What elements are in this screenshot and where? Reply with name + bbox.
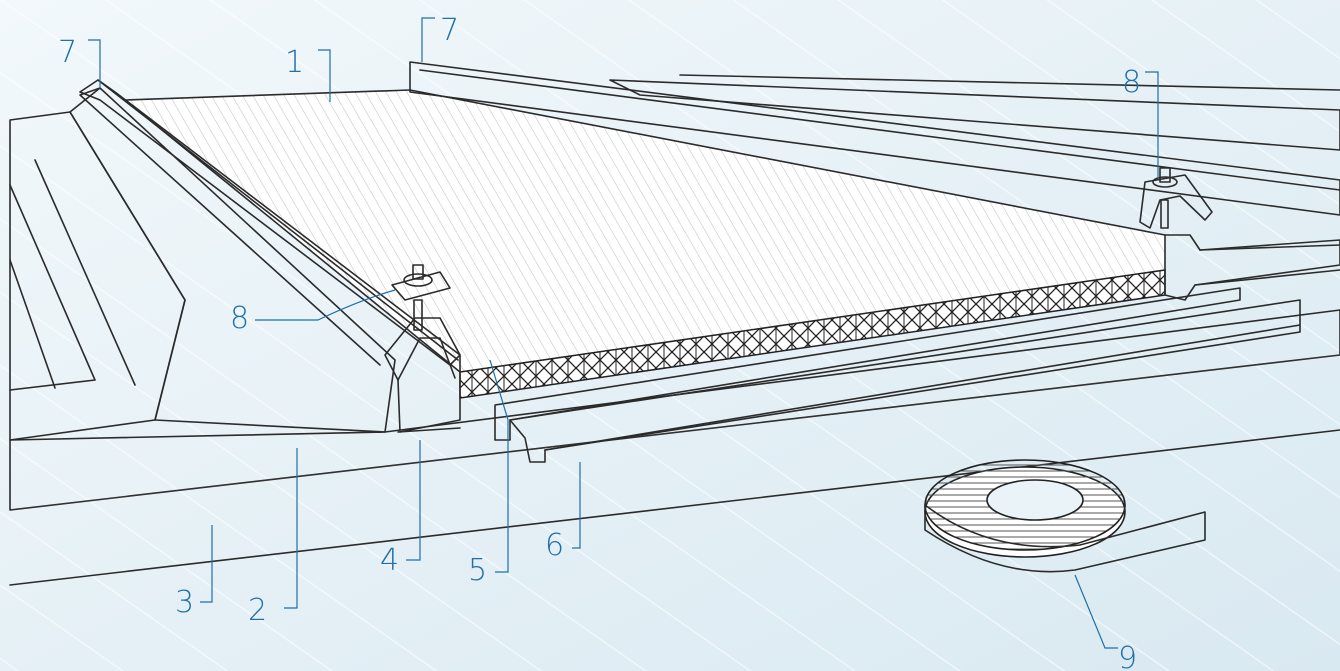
callout-leader-c8b [1145, 71, 1159, 178]
callout-leader-c2 [284, 448, 298, 609]
callout-label-c7b: 7 [440, 13, 459, 48]
callout-leader-c7a [88, 39, 101, 88]
sandwich-panel-base [9, 309, 1340, 586]
sealing-tape-coil [924, 459, 1206, 573]
callout-leader-c4 [406, 440, 421, 561]
callout-leader-c9 [1074, 574, 1118, 649]
callout-label-c7a: 7 [58, 35, 77, 70]
callout-labels: 7 1 7 8 8 4 5 6 3 2 9 [58, 13, 1159, 671]
callout-label-c8a: 8 [230, 301, 249, 336]
callout-label-c3: 3 [175, 585, 194, 620]
callout-leader-c7b [421, 17, 435, 62]
right-ridge-profile [409, 61, 1340, 301]
callout-leader-c6 [572, 462, 581, 549]
screw-fastener-right [1139, 167, 1213, 229]
end-profile-channel [494, 287, 1301, 463]
callout-leader-c1 [318, 49, 331, 102]
polycarbonate-sheet [124, 89, 1166, 399]
callout-leader-c5 [489, 359, 509, 573]
callout-label-c6: 6 [545, 528, 564, 563]
callout-label-c5: 5 [468, 553, 487, 588]
omega-profile [384, 317, 461, 433]
callout-leader-c3 [200, 525, 213, 603]
callout-label-c2: 2 [248, 593, 267, 628]
callout-label-c9: 9 [1118, 641, 1137, 671]
callout-leader-c8a [255, 289, 396, 321]
screw-fastener-left [391, 264, 451, 331]
callout-label-c4: 4 [380, 543, 399, 578]
callout-label-c8b: 8 [1122, 65, 1141, 100]
callout-label-c1: 1 [285, 45, 304, 80]
